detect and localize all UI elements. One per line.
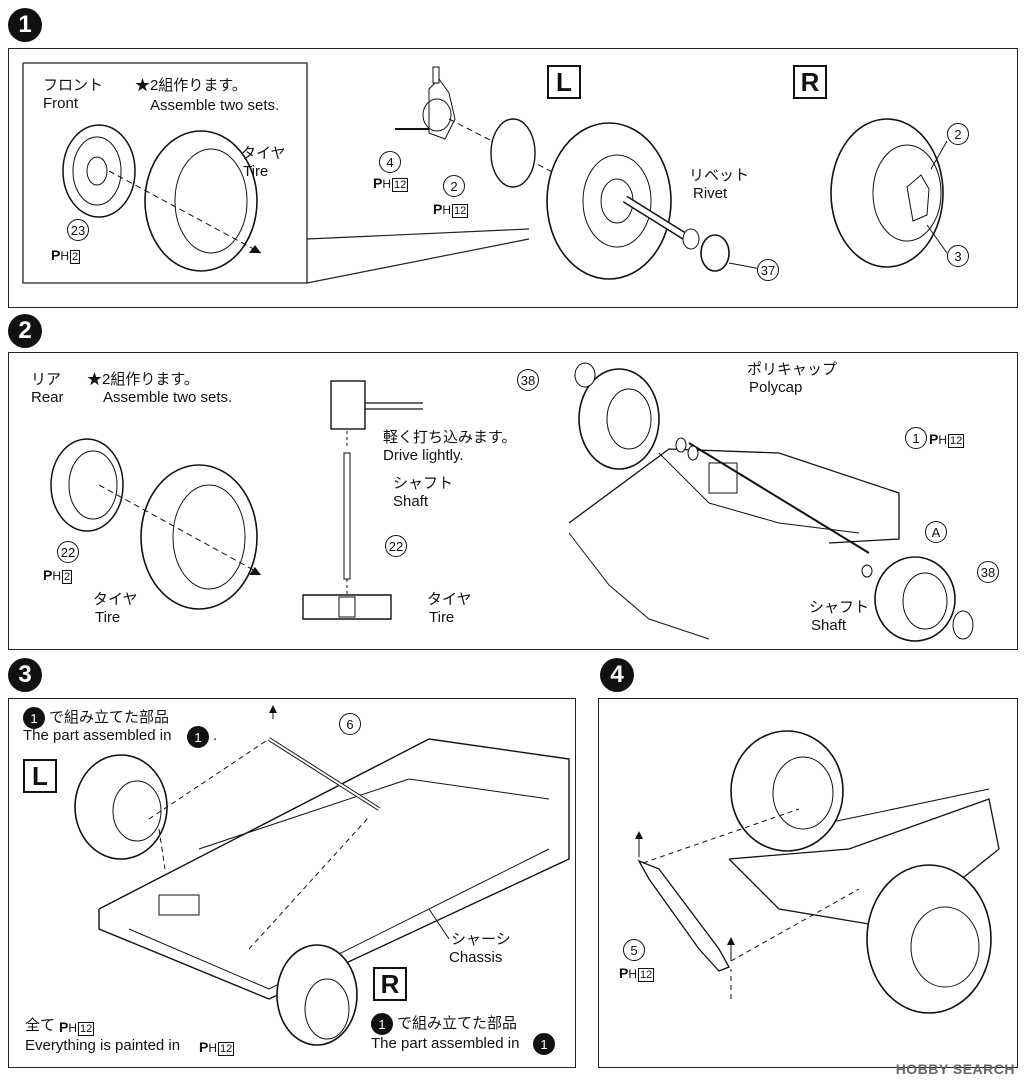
left-side-label: L <box>547 65 581 99</box>
step-2-badge: 2 <box>8 314 42 348</box>
step-1-badge: 1 <box>8 8 42 42</box>
shaft-label-jp: シャフト <box>393 475 454 492</box>
right-side-label: R <box>793 65 827 99</box>
part-37: 37 <box>757 259 779 281</box>
watermark: HOBBY SEARCH <box>895 1061 1015 1077</box>
step-3-panel: 1 で組み立てた部品 The part assembled in 1 . L 6… <box>8 698 576 1068</box>
shaft2-label-en: Shaft <box>811 617 847 634</box>
rivet-label-jp: リベット <box>689 167 750 184</box>
step-1-panel: フロント Front ★2組作ります。 Assemble two sets. タ… <box>8 48 1018 308</box>
polycap-label-en: Polycap <box>749 379 803 396</box>
assemble-note-jp: ★2組作ります。 <box>135 77 247 94</box>
part-22-b: 22 <box>385 535 407 557</box>
chassis-label-en: Chassis <box>449 949 503 966</box>
period-mark: . <box>213 727 218 744</box>
assembled-part-en-2: The part assembled in <box>371 1035 520 1052</box>
step-2-panel: リア Rear ★2組作ります。 Assemble two sets. 22 P… <box>8 352 1018 650</box>
front-label-jp: フロント <box>43 77 104 94</box>
part-2: 2 <box>443 175 465 197</box>
part-5: 5 <box>623 939 645 961</box>
all-painted-en: Everything is painted in <box>25 1037 181 1054</box>
tire-label-3-jp: タイヤ <box>427 591 472 608</box>
step-3-badge: 3 <box>8 658 42 692</box>
marker-a: A <box>925 521 947 543</box>
part-4: 4 <box>379 151 401 173</box>
assembled-part-en: The part assembled in <box>23 727 172 744</box>
assemble-note-en: Assemble two sets. <box>150 97 280 114</box>
shaft-label-en: Shaft <box>393 493 429 510</box>
chassis-label-jp: シャーシ <box>451 931 511 948</box>
front-label-en: Front <box>43 95 79 112</box>
tire-label-jp: タイヤ <box>241 145 286 162</box>
tire-label-2-jp: タイヤ <box>93 591 138 608</box>
part-38-b: 38 <box>977 561 999 583</box>
drive-lightly-jp: 軽く打ち込みます。 <box>383 429 517 446</box>
rear-label-jp: リア <box>31 371 62 388</box>
part-2-right: 2 <box>947 123 969 145</box>
all-painted-jp: 全て <box>25 1017 56 1034</box>
assembled-part-jp: で組み立てた部品 <box>49 709 170 726</box>
left-side-label-3: L <box>23 759 57 793</box>
assemble-note-2-jp: ★2組作ります。 <box>87 371 199 388</box>
part-23: 23 <box>67 219 89 241</box>
tire-label-en: Tire <box>243 163 269 180</box>
part-1: 1 <box>905 427 927 449</box>
polycap-label-jp: ポリキャップ <box>747 361 838 378</box>
step-ref-1d: 1 <box>533 1033 555 1055</box>
tire-label-2-en: Tire <box>95 609 121 626</box>
step-1-drawing <box>22 62 948 284</box>
assemble-note-2-en: Assemble two sets. <box>103 389 233 406</box>
part-38-a: 38 <box>517 369 539 391</box>
step-ref-1b: 1 <box>187 726 209 748</box>
step-ref-1: 1 <box>23 707 45 729</box>
step-ref-1c: 1 <box>371 1013 393 1035</box>
part-3: 3 <box>947 245 969 267</box>
rear-label-en: Rear <box>31 389 64 406</box>
shaft2-label-jp: シャフト <box>809 599 870 616</box>
part-6: 6 <box>339 713 361 735</box>
step-2-drawing <box>50 362 974 642</box>
right-side-label-3: R <box>373 967 407 1001</box>
step-4-badge: 4 <box>600 658 634 692</box>
tire-label-3-en: Tire <box>429 609 455 626</box>
drive-lightly-en: Drive lightly. <box>383 447 464 464</box>
part-22-a: 22 <box>57 541 79 563</box>
step-3-drawing <box>74 705 570 1046</box>
assembled-part-jp-2: で組み立てた部品 <box>397 1015 518 1032</box>
rivet-label-en: Rivet <box>693 185 728 202</box>
step-4-drawing <box>635 730 1000 1014</box>
